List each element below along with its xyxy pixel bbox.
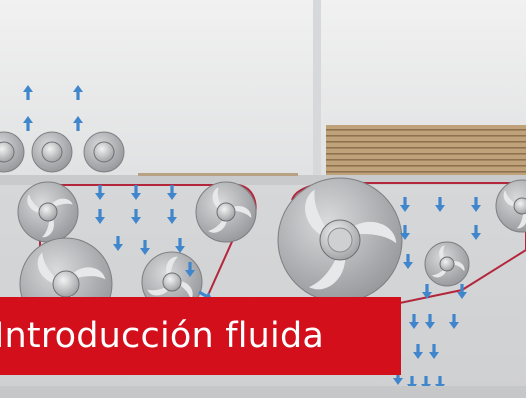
fan-rotor-icon [17, 181, 79, 243]
feed-rollers [0, 131, 125, 173]
cardboard-sheet [138, 173, 298, 176]
roller-icon [0, 131, 25, 173]
fan-rotor-icon [269, 177, 406, 317]
cardboard-stack [326, 125, 526, 175]
fan-rotor-icon [191, 181, 258, 249]
banner-title: Introducción fluida [0, 316, 325, 356]
fan-rotor-icon [420, 241, 471, 292]
roller-icon [31, 131, 73, 173]
outlet-strip [0, 386, 526, 398]
table-surface [0, 175, 526, 185]
chamber-divider [313, 0, 321, 183]
title-banner: Introducción fluida [0, 297, 401, 375]
roller-icon [83, 131, 125, 173]
fan-rotor-icon [495, 179, 526, 233]
